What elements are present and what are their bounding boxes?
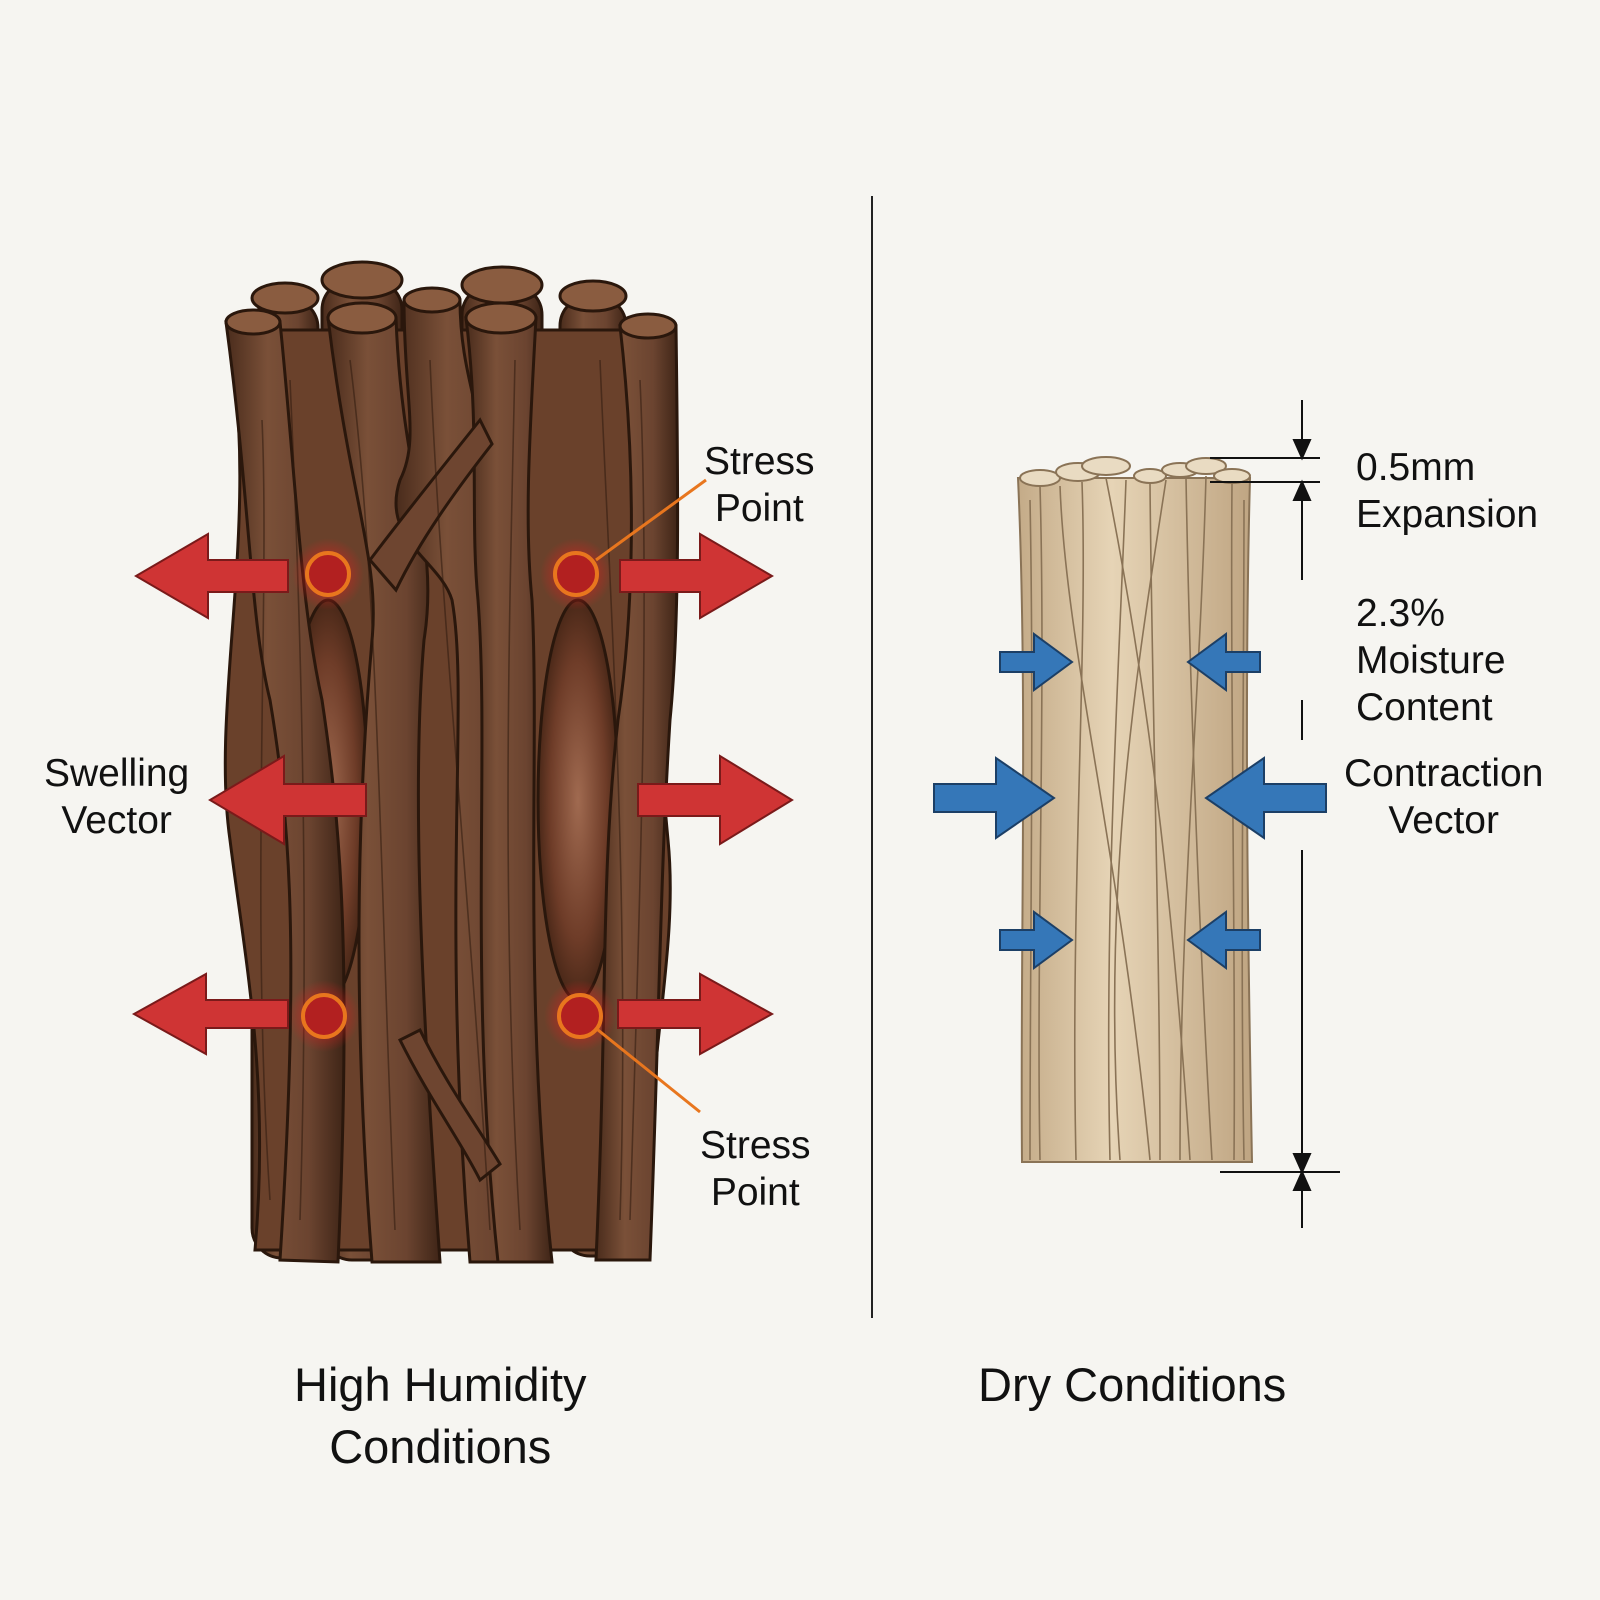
contraction-arrow-left [933,756,1056,840]
stress-point-label-bottom-line1: Stress [700,1124,811,1167]
wet-fiber-branch [368,417,494,593]
high-humidity-caption-line1: High Humidity [294,1358,587,1411]
wet-rod-end [618,312,678,340]
stress-point-label-bottom-line2: Point [710,1171,800,1214]
moisture-line1: Moisture [1356,639,1506,682]
contraction-vector-line1: Contraction [1344,752,1544,795]
swelling-arrow-left [131,972,289,1056]
wet-rod-end [460,265,544,305]
dry-conditions-caption-text: Dry Conditions [978,1358,1287,1411]
swelling-vector-line1: Swelling [44,752,190,795]
stress-callout-line [595,478,707,562]
wet-rod-end [326,301,398,335]
swelling-arrow-right [619,532,774,620]
dry-bundle-body [1016,477,1254,1163]
wet-rod-end [250,281,320,315]
stress-point-ring [553,551,599,597]
wet-rod-end [402,286,462,314]
stress-point-ring [305,551,351,597]
wet-rod-end [558,279,628,313]
stress-point-ring [557,993,603,1039]
stress-callout-line [597,1028,701,1114]
dimension-markers [1210,400,1340,1228]
wet-fiber-branch [397,1027,502,1183]
wet-rod [464,316,554,1264]
high-humidity-caption-line2: Conditions [329,1420,552,1473]
high-humidity-caption: High Humidity Conditions [294,1354,587,1478]
contraction-vector-label: Contraction Vector [1344,750,1543,844]
swelling-arrow-left [208,754,367,846]
swelling-arrow-right [617,972,775,1056]
dry-conditions-caption: Dry Conditions [978,1354,1286,1416]
wet-rod-end [464,301,538,335]
swelling-arrow-right [637,754,794,846]
moisture-value: 2.3% [1356,592,1445,635]
contraction-arrow-left [999,910,1074,970]
swelling-vector-line2: Vector [61,799,172,842]
contraction-arrow-right [1186,632,1261,692]
stress-point-label-bottom: Stress Point [700,1122,811,1216]
stress-point-label-top-line2: Point [714,487,804,530]
expansion-label: 0.5mm Expansion [1356,444,1538,538]
wet-rod-end [320,260,404,300]
swelling-arrow-left [134,532,289,620]
contraction-vector-line2: Vector [1388,799,1499,842]
swelling-vector-label: Swelling Vector [44,750,189,844]
stress-point-ring [301,993,347,1039]
moisture-line2: Content [1356,686,1493,729]
moisture-content-label: 2.3% Moisture Content [1356,590,1506,731]
contraction-arrow-left [999,632,1074,692]
stress-point-label-top: Stress Point [704,438,815,532]
stress-point-label-top-line1: Stress [704,440,815,483]
contraction-arrow-right [1204,756,1327,840]
dry-fiber-bundle [1016,456,1254,1163]
wet-fiber-bundle [223,260,707,1264]
expansion-value: 0.5mm [1356,446,1476,489]
contraction-arrow-right [1186,910,1261,970]
swelling-arrows [131,532,794,1056]
expansion-text: Expansion [1356,493,1539,536]
wet-rod-end [224,308,282,336]
contraction-arrows [933,632,1327,970]
